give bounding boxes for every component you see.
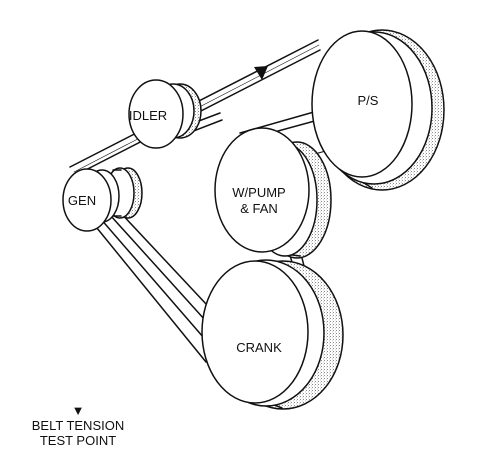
wpump-fan-pulley: [214, 127, 332, 259]
legend: ▼ BELT TENSION TEST POINT: [4, 403, 152, 449]
wpump-label: W/PUMP: [232, 185, 285, 200]
fan-label: & FAN: [240, 201, 278, 216]
legend-line-2: TEST POINT: [39, 433, 117, 448]
idler-label: IDLER: [129, 108, 167, 123]
down-triangle-icon: ▼: [71, 403, 85, 418]
gen-label: GEN: [68, 193, 96, 208]
legend-line-1: BELT TENSION: [31, 418, 125, 433]
gen-pulley: [62, 167, 143, 232]
crank-pulley: [201, 259, 344, 410]
crank-label: CRANK: [236, 340, 282, 355]
belt-tension-marker-icon: [254, 66, 268, 80]
ps-label: P/S: [358, 93, 379, 108]
idler-pulley: [128, 79, 202, 149]
ps-pulley: [311, 29, 445, 191]
